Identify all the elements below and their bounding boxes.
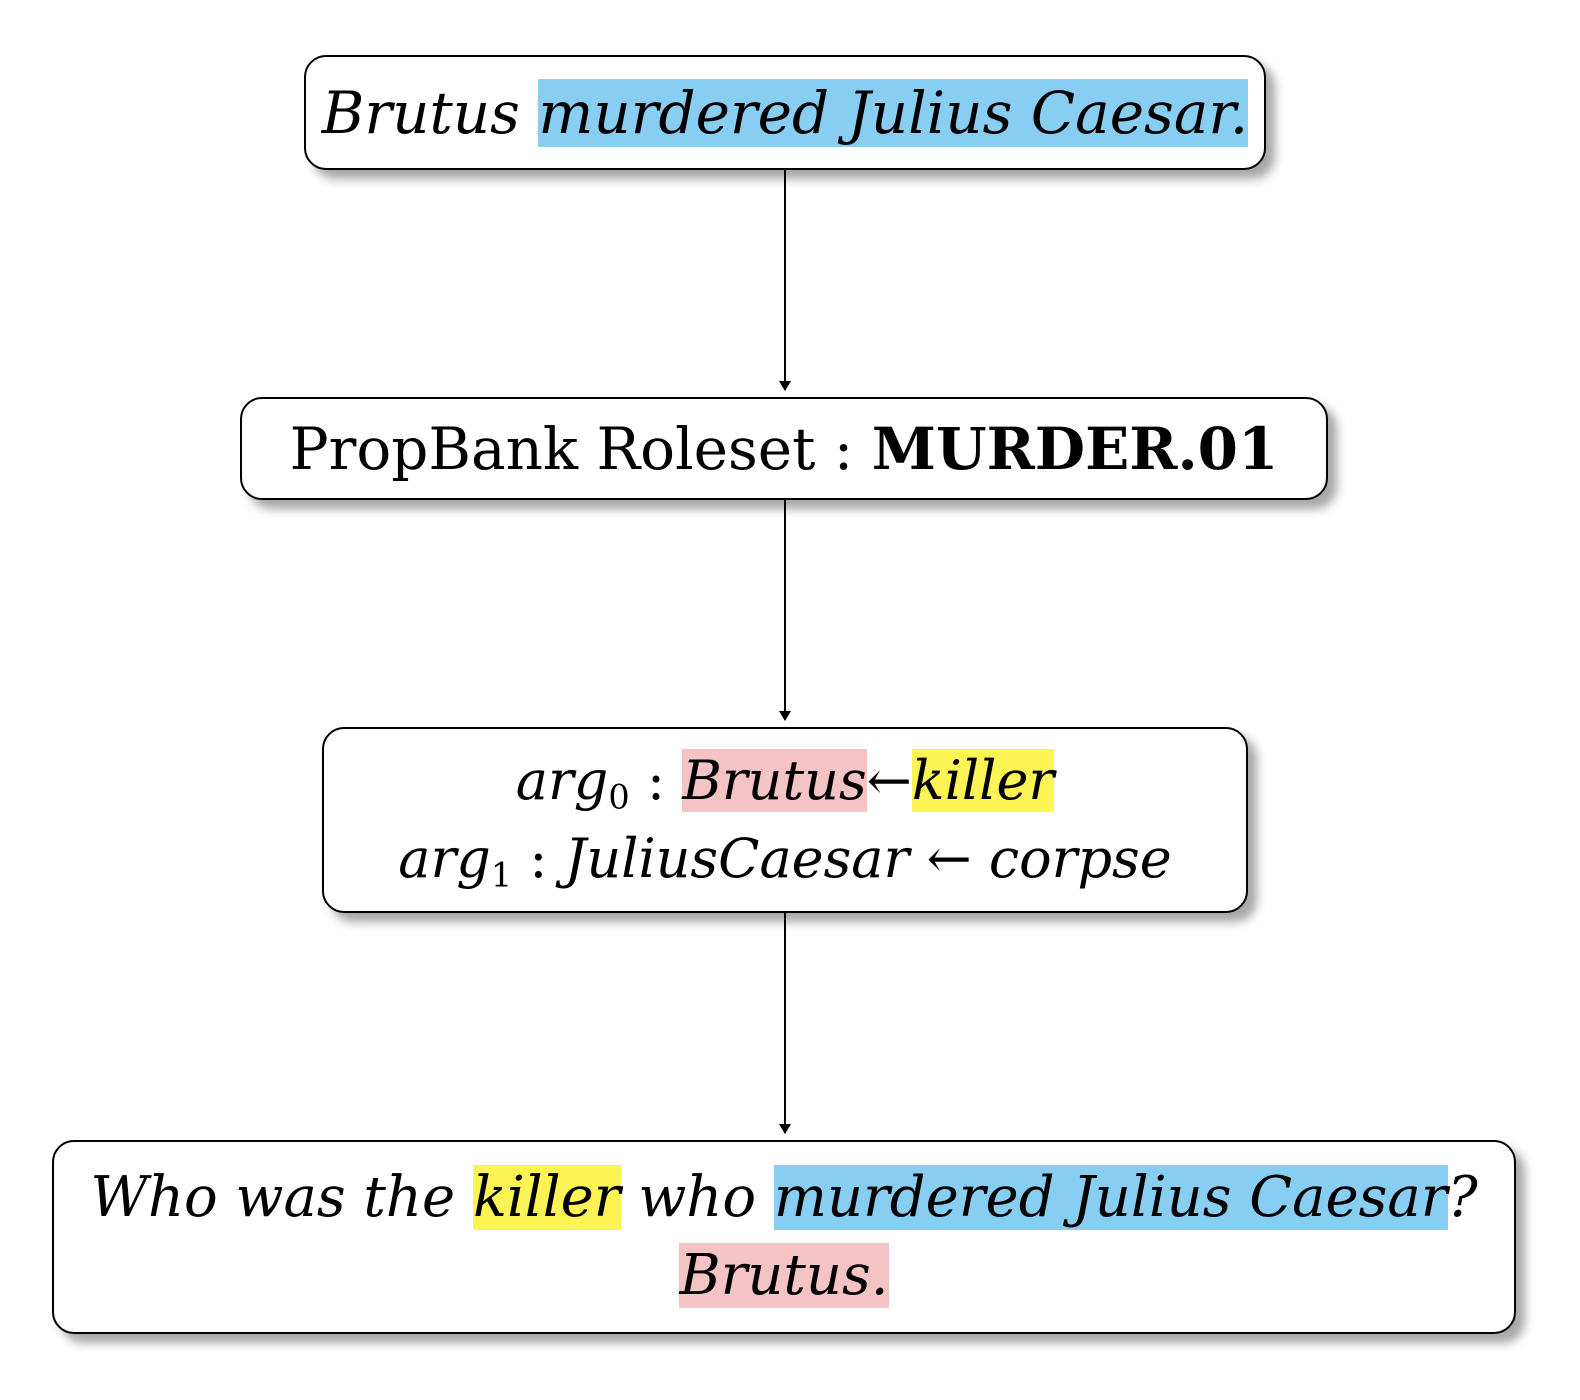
arg0-value-highlight: Brutus — [682, 749, 867, 812]
arg0-arrow: ← — [866, 749, 912, 812]
arg0-role-highlight: killer — [911, 749, 1055, 812]
arg1-name: arg — [398, 827, 491, 890]
sentence-subject: Brutus — [321, 78, 520, 147]
arg1-line: arg1 : JuliusCaesar ← corpse — [398, 820, 1171, 898]
roleset-node: PropBank Roleset : MURDER.01 — [240, 397, 1328, 500]
roleset-label: PropBank Roleset : — [289, 414, 854, 483]
question-predicate-highlight: murdered Julius Caesar — [773, 1165, 1448, 1230]
answer-highlight: Brutus. — [679, 1243, 889, 1308]
question-killer-highlight: killer — [472, 1165, 621, 1230]
question-text: Who was the killer who murdered Julius C… — [90, 1159, 1478, 1237]
roleset-text: PropBank Roleset : MURDER.01 — [290, 410, 1279, 488]
arguments-node: arg0 : Brutus←killer arg1 : JuliusCaesar… — [322, 727, 1248, 913]
arg0-subscript: 0 — [608, 777, 630, 817]
roleset-value: MURDER.01 — [871, 414, 1279, 483]
sentence-node: Brutus murdered Julius Caesar. — [304, 55, 1266, 170]
arg0-line: arg0 : Brutus←killer — [515, 742, 1055, 820]
arg0-name: arg — [515, 749, 609, 812]
arg1-role: corpse — [988, 827, 1172, 890]
arg1-arrow: ← — [926, 827, 972, 890]
sentence-predicate-highlight: murdered Julius Caesar. — [538, 78, 1249, 147]
question-lead: Who was the — [90, 1165, 456, 1230]
sentence-text: Brutus murdered Julius Caesar. — [321, 74, 1249, 152]
answer-line: Brutus. — [679, 1237, 889, 1315]
arg1-separator: : — [512, 827, 548, 890]
question-node: Who was the killer who murdered Julius C… — [52, 1140, 1516, 1334]
question-who: who — [638, 1165, 757, 1230]
arg0-separator: : — [629, 749, 666, 812]
arg1-value: JuliusCaesar — [564, 827, 910, 890]
arg1-subscript: 1 — [490, 855, 513, 895]
question-mark: ? — [1447, 1165, 1478, 1230]
